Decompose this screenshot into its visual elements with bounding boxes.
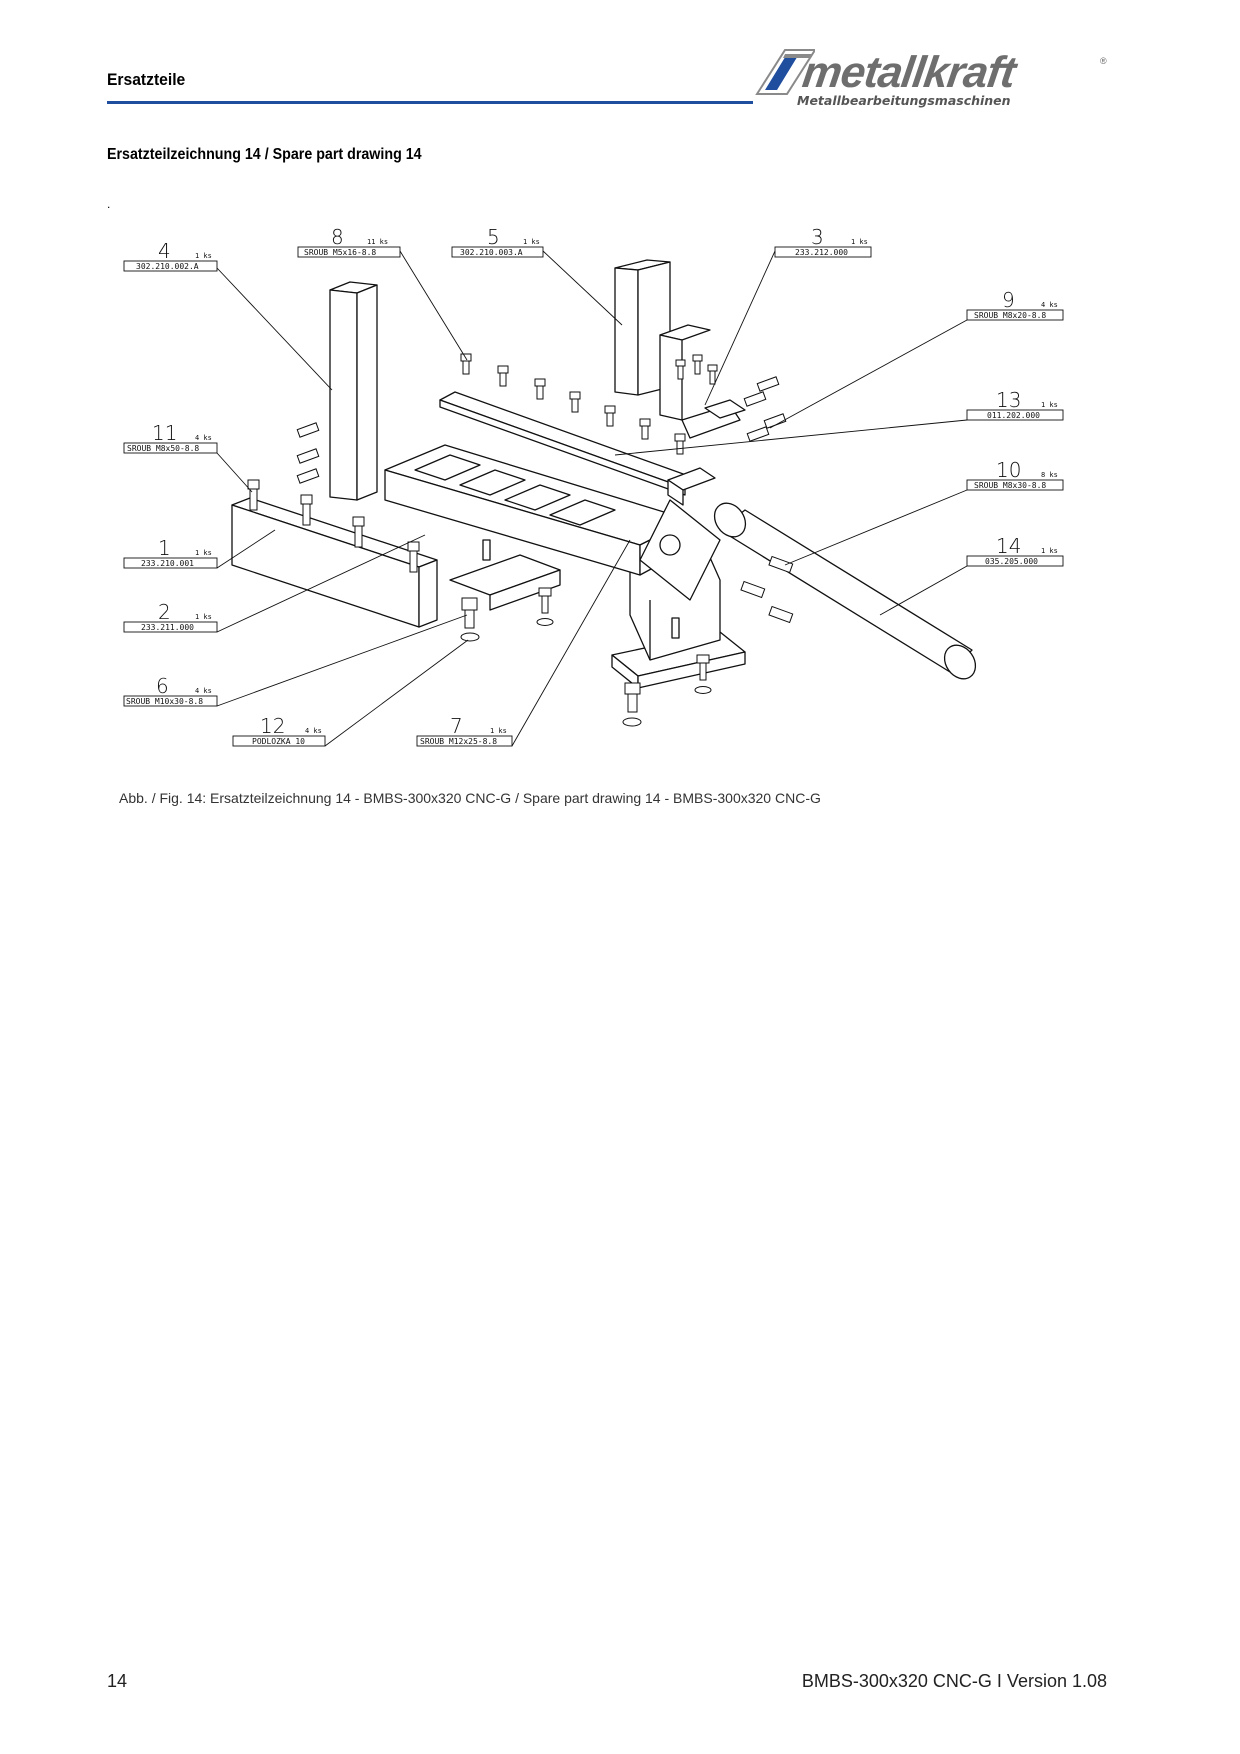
svg-text:302.210.003.A: 302.210.003.A bbox=[460, 248, 523, 257]
svg-text:4 ks: 4 ks bbox=[195, 687, 212, 695]
svg-text:1 ks: 1 ks bbox=[1041, 547, 1058, 555]
stray-mark: . bbox=[107, 197, 111, 211]
part-label-4: 4 1 ks 302.210.002.A bbox=[123, 239, 218, 272]
part-label-6: 6 4 ks SROUB M10x30-8.8 bbox=[123, 674, 218, 707]
part-label-9: 9 4 ks SROUB M8x20-8.8 bbox=[966, 288, 1064, 321]
header-rule bbox=[107, 101, 753, 104]
svg-text:12: 12 bbox=[260, 714, 285, 738]
logo-registered-mark: ® bbox=[1100, 56, 1107, 66]
svg-text:1 ks: 1 ks bbox=[490, 727, 507, 735]
part-label-5: 5 1 ks 302.210.003.A bbox=[451, 225, 544, 258]
svg-text:SROUB M8x30-8.8: SROUB M8x30-8.8 bbox=[974, 481, 1046, 490]
part-label-1: 1 1 ks 233.210.001 bbox=[123, 536, 218, 569]
part-label-3: 3 1 ks 233.212.000 bbox=[774, 225, 872, 258]
svg-text:2: 2 bbox=[158, 600, 171, 624]
part-label-2: 2 1 ks 233.211.000 bbox=[123, 600, 218, 633]
part-label-10: 10 8 ks SROUB M8x30-8.8 bbox=[966, 458, 1064, 491]
svg-text:302.210.002.A: 302.210.002.A bbox=[136, 262, 199, 271]
svg-text:6: 6 bbox=[156, 674, 169, 698]
page-header-title: Ersatzteile bbox=[107, 70, 186, 89]
svg-text:5: 5 bbox=[487, 225, 500, 249]
svg-text:233.212.000: 233.212.000 bbox=[795, 248, 848, 257]
part-label-14: 14 1 ks 035.205.000 bbox=[966, 534, 1064, 567]
svg-text:4 ks: 4 ks bbox=[305, 727, 322, 735]
page-number: 14 bbox=[107, 1671, 128, 1691]
svg-text:4 ks: 4 ks bbox=[195, 434, 212, 442]
svg-text:11: 11 bbox=[152, 421, 177, 445]
svg-text:7: 7 bbox=[450, 714, 463, 738]
svg-text:1: 1 bbox=[158, 536, 171, 560]
svg-text:SROUB M10x30-8.8: SROUB M10x30-8.8 bbox=[126, 697, 203, 706]
svg-text:233.210.001: 233.210.001 bbox=[141, 559, 194, 568]
svg-text:14: 14 bbox=[996, 534, 1021, 558]
svg-text:SROUB M8x50-8.8: SROUB M8x50-8.8 bbox=[127, 444, 199, 453]
svg-text:13: 13 bbox=[996, 388, 1021, 412]
document-version: BMBS-300x320 CNC-G I Version 1.08 bbox=[801, 1671, 1107, 1691]
svg-text:10: 10 bbox=[996, 458, 1021, 482]
part-label-12: 12 4 ks PODLOZKA 10 bbox=[232, 714, 326, 747]
svg-text:SROUB M5x16-8.8: SROUB M5x16-8.8 bbox=[304, 248, 376, 257]
svg-text:11 ks: 11 ks bbox=[367, 238, 388, 246]
logo-mark-icon bbox=[755, 49, 815, 95]
figure-caption: Abb. / Fig. 14: Ersatzteilzeichnung 14 -… bbox=[119, 790, 821, 806]
svg-text:3: 3 bbox=[811, 225, 824, 249]
svg-text:1 ks: 1 ks bbox=[195, 613, 212, 621]
section-title: Ersatzteilzeichnung 14 / Spare part draw… bbox=[107, 146, 422, 163]
part-label-7: 7 1 ks SROUB M12x25-8.8 bbox=[416, 714, 513, 747]
svg-text:1 ks: 1 ks bbox=[851, 238, 868, 246]
svg-text:SROUB M12x25-8.8: SROUB M12x25-8.8 bbox=[420, 737, 497, 746]
svg-text:8 ks: 8 ks bbox=[1041, 471, 1058, 479]
svg-text:011.202.000: 011.202.000 bbox=[987, 411, 1040, 420]
svg-text:4: 4 bbox=[158, 239, 171, 263]
spare-part-drawing: 4 1 ks 302.210.002.A 8 11 ks SROUB M5x16… bbox=[123, 225, 1064, 747]
svg-text:8: 8 bbox=[331, 225, 344, 249]
metallkraft-logo: metallkraft ® Metallbearbeitungsmaschine… bbox=[755, 44, 1115, 114]
svg-text:1 ks: 1 ks bbox=[195, 252, 212, 260]
svg-text:1 ks: 1 ks bbox=[195, 549, 212, 557]
svg-text:233.211.000: 233.211.000 bbox=[141, 623, 194, 632]
logo-subtitle: Metallbearbeitungsmaschinen bbox=[797, 93, 1011, 108]
svg-text:1 ks: 1 ks bbox=[1041, 401, 1058, 409]
part-label-13: 13 1 ks 011.202.000 bbox=[966, 388, 1064, 421]
svg-text:035.205.000: 035.205.000 bbox=[985, 557, 1038, 566]
part-label-8: 8 11 ks SROUB M5x16-8.8 bbox=[297, 225, 401, 258]
svg-text:1 ks: 1 ks bbox=[523, 238, 540, 246]
svg-text:PODLOZKA 10: PODLOZKA 10 bbox=[252, 737, 305, 746]
svg-text:SROUB M8x20-8.8: SROUB M8x20-8.8 bbox=[974, 311, 1046, 320]
svg-text:4 ks: 4 ks bbox=[1041, 301, 1058, 309]
part-label-11: 11 4 ks SROUB M8x50-8.8 bbox=[123, 421, 218, 454]
svg-text:9: 9 bbox=[1002, 288, 1015, 312]
